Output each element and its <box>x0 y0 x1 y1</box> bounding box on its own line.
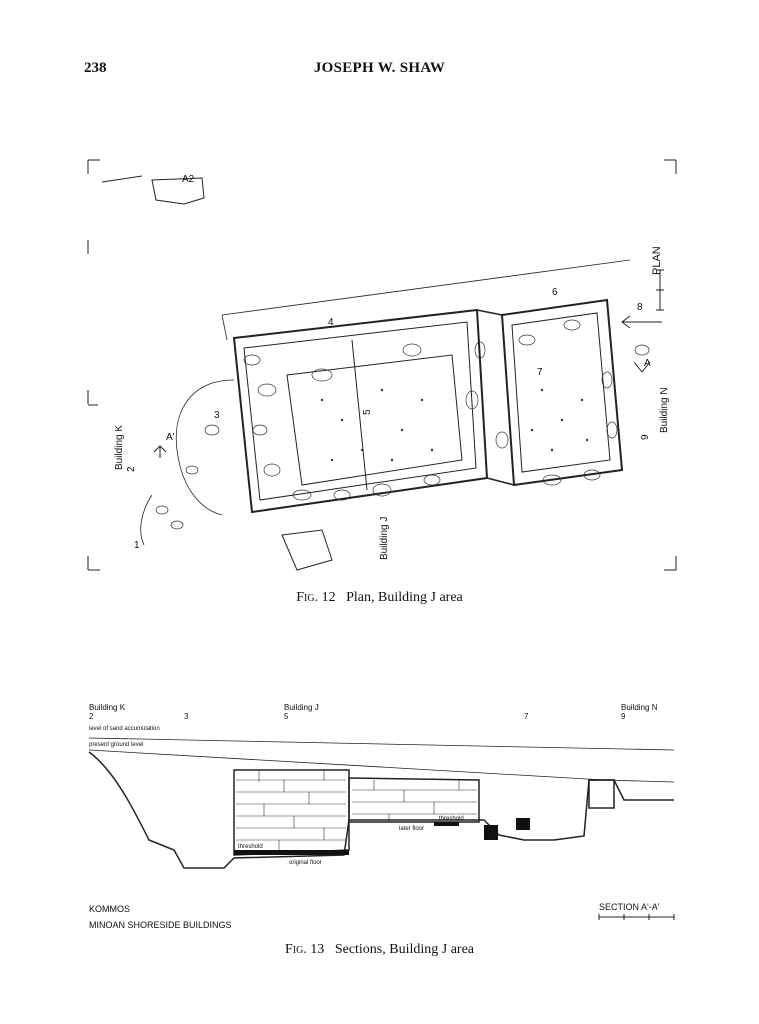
figure-12-caption: Fig. 12 Plan, Building J area <box>0 590 759 606</box>
page-header: 238 JOSEPH W. SHAW <box>0 60 759 84</box>
section-label-threshold-left: threshold <box>238 844 263 850</box>
section-label-building-j: Building J <box>284 703 319 712</box>
plan-label-room-4: 4 <box>328 317 334 328</box>
plan-label-a2: A2 <box>182 174 195 185</box>
figure-13-title: Sections, Building J area <box>334 942 475 957</box>
plan-label-room-6: 6 <box>552 287 558 298</box>
section-label-building-n: Building N <box>621 703 658 712</box>
section-label-threshold: threshold <box>439 816 464 822</box>
figure-12-label: Fig. 12 <box>296 590 336 605</box>
section-label-present-ground: present ground level <box>89 742 143 748</box>
plan-label-building-k: Building K <box>114 425 125 470</box>
plan-label-building-j: Building J <box>379 517 390 560</box>
section-scale-bar <box>598 914 675 920</box>
section-subtitle: MINOAN SHORESIDE BUILDINGS <box>89 920 232 930</box>
plan-label-room-5: 5 <box>362 409 373 415</box>
section-label-building-k: Building K <box>89 703 126 712</box>
plan-label-building-n: Building N <box>659 387 670 433</box>
section-label-original-floor: original floor <box>289 860 322 866</box>
figure-13-section: Building K 2 3 Building J 5 7 Building N… <box>88 703 675 930</box>
plan-label-room-7: 7 <box>537 367 543 378</box>
section-label-room-5: 5 <box>284 712 289 721</box>
section-label-room-2: 2 <box>89 712 94 721</box>
section-label-room-3: 3 <box>184 712 189 721</box>
page-number: 238 <box>84 60 107 76</box>
section-label-room-7: 7 <box>524 712 529 721</box>
section-site-name: KOMMOS <box>89 904 130 914</box>
plan-label-plan: PLAN <box>651 246 663 275</box>
running-head: JOSEPH W. SHAW <box>313 60 446 76</box>
plan-label-room-9: 9 <box>640 434 651 440</box>
figure-12-plan: A2 Building K 2 1 3 4 5 6 7 8 9 Building… <box>87 159 677 571</box>
plan-label-room-2: 2 <box>126 466 137 472</box>
section-label-later-floor: later floor <box>399 826 424 832</box>
plan-label-room-8: 8 <box>637 302 643 313</box>
figure-12-title: Plan, Building J area <box>346 590 463 605</box>
figure-13-label: Fig. 13 <box>284 942 325 957</box>
section-label-room-9: 9 <box>621 712 626 721</box>
plan-label-room-1: 1 <box>134 540 140 551</box>
plan-label-room-3: 3 <box>214 410 220 421</box>
plan-label-section-a-prime: A' <box>166 432 175 443</box>
section-label-sand-level: level of sand accumulation <box>89 726 160 732</box>
plan-label-section-a: A <box>644 358 651 369</box>
figure-13-caption: Fig. 13 Sections, Building J area <box>0 942 759 958</box>
section-title: SECTION A'-A' <box>599 902 660 912</box>
